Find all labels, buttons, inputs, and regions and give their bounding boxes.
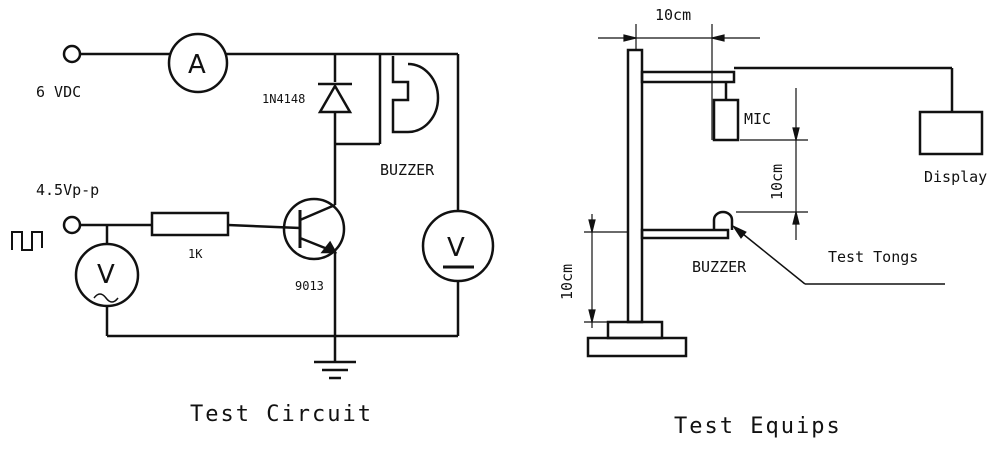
signal-terminal: [62, 215, 82, 235]
mic: [712, 98, 740, 142]
ac-voltmeter-symbol: V: [97, 260, 115, 290]
square-wave-icon: [11, 231, 43, 251]
transistor-label: 9013: [295, 279, 324, 293]
lower-arm: [640, 228, 730, 240]
ammeter: [167, 32, 229, 94]
transistor: [282, 197, 346, 261]
ground-icon: [314, 360, 356, 380]
mic-dimension-label: 10cm: [768, 164, 786, 200]
voltmeter-symbol: V: [447, 233, 465, 263]
display-label: Display: [924, 168, 987, 186]
tongs-label: Test Tongs: [828, 248, 918, 266]
top-dimension: [598, 24, 760, 140]
buzzer-label: BUZZER: [380, 161, 435, 179]
buzzer-symbol: [391, 56, 440, 134]
upper-arm: [640, 70, 736, 84]
equips-buzzer-label: BUZZER: [692, 258, 747, 276]
stand-base-top: [606, 320, 664, 340]
diode-label: 1N4148: [262, 92, 305, 106]
stand-pole: [626, 48, 644, 324]
height-dimension-label: 10cm: [558, 264, 576, 300]
diode: [317, 83, 353, 114]
equips-caption: Test Equips: [674, 414, 842, 439]
stand-base: [586, 336, 688, 358]
display-box: [918, 110, 984, 156]
height-dimension: [584, 214, 628, 328]
circuit-caption: Test Circuit: [190, 402, 373, 427]
mic-label: MIC: [744, 110, 771, 128]
test-circuit: 6 VDC A V 1N4148 BUZZER: [11, 32, 495, 427]
mic-dimension: [736, 88, 808, 240]
resistor-label: 1K: [188, 247, 203, 261]
ac-wave-icon: [93, 293, 119, 303]
ammeter-symbol: A: [188, 50, 206, 80]
buzzer-device: [712, 210, 734, 230]
test-equips: Display MIC BUZZER Test Tongs 10cm: [558, 6, 987, 439]
signal-label: 4.5Vp-p: [36, 181, 99, 199]
supply-terminal: [62, 44, 82, 64]
top-dimension-label: 10cm: [655, 6, 691, 24]
resistor: [150, 211, 230, 237]
voltmeter: [421, 209, 495, 283]
supply-label: 6 VDC: [36, 83, 81, 101]
